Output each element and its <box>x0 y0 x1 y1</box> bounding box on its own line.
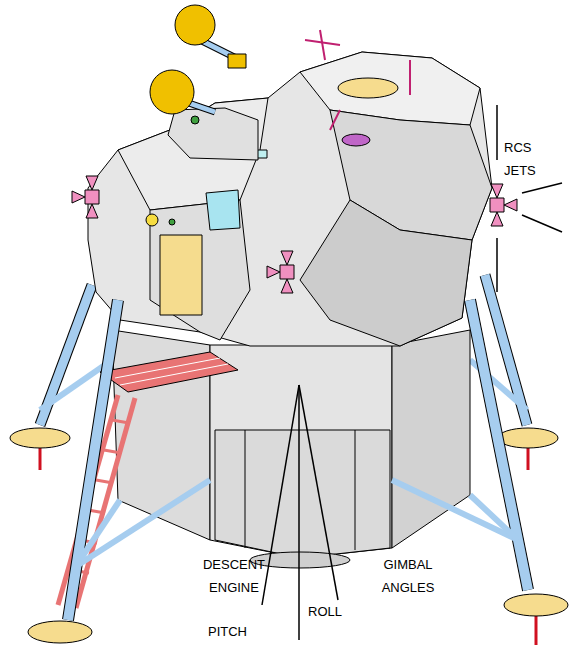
part-label: ROLL <box>308 600 358 623</box>
part-label: DESCENT ENGINE <box>190 553 278 599</box>
part-label: GIMBAL ANGLES <box>368 553 448 599</box>
leader-lines <box>262 105 562 640</box>
front-legs <box>28 300 568 645</box>
ascent-stage <box>88 52 492 346</box>
antennas <box>150 5 410 130</box>
part-label: RCS JETS <box>504 136 554 182</box>
rcs-quads <box>72 176 517 293</box>
part-label: PITCH <box>208 620 258 643</box>
